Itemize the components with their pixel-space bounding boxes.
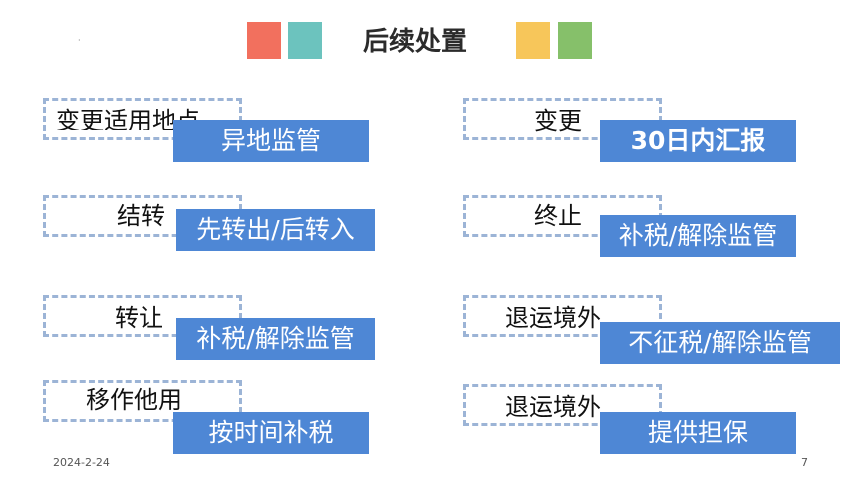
action-box: 按时间补税 (173, 412, 369, 454)
red-square-decoration (247, 22, 281, 59)
page-title: 后续处置 (362, 27, 467, 57)
condition-label: 变更 (534, 107, 582, 135)
action-box: 补税/解除监管 (176, 318, 375, 360)
condition-box-right-1 (463, 98, 662, 140)
condition-box-left-1 (43, 98, 242, 140)
condition-box-left-4 (43, 380, 242, 422)
action-box: 先转出/后转入 (176, 209, 375, 251)
condition-label: 退运境外 (505, 393, 601, 421)
action-box: 异地监管 (173, 120, 369, 162)
condition-label: 结转 (117, 202, 165, 230)
condition-label: 终止 (534, 202, 582, 230)
page-number: 7 (801, 456, 808, 469)
footer-date: 2024-2-24 (53, 456, 110, 469)
teal-square-decoration (288, 22, 322, 59)
condition-label: 移作他用 (86, 386, 182, 414)
condition-box-left-3 (43, 295, 242, 337)
condition-label: 退运境外 (505, 304, 601, 332)
green-square-decoration (558, 22, 592, 59)
action-box: 提供担保 (600, 412, 796, 454)
yellow-square-decoration (516, 22, 550, 59)
condition-label: 转让 (115, 304, 163, 332)
action-box: 补税/解除监管 (600, 215, 796, 257)
action-box: 30日内汇报 (600, 120, 796, 162)
condition-label: 变更适用地点 (56, 107, 200, 135)
condition-box-right-4 (463, 384, 662, 426)
action-box: 不征税/解除监管 (600, 322, 840, 364)
dot-mark: · (78, 36, 81, 45)
condition-box-right-3 (463, 295, 662, 337)
